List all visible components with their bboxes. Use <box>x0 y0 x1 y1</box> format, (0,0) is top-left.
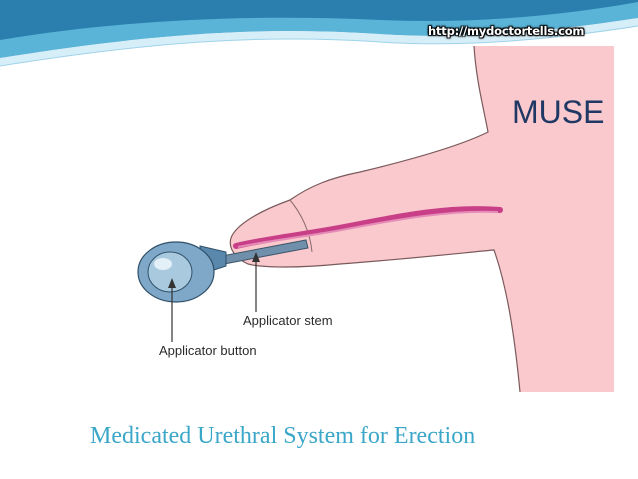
applicator-button-shine <box>154 258 172 270</box>
header-wave-mid <box>0 2 638 58</box>
urethra-highlight <box>237 210 499 248</box>
stem-callout-arrow <box>252 252 260 262</box>
penis-outline <box>229 46 521 392</box>
header-wave-light <box>0 18 638 66</box>
site-url: http://mydoctortells.com <box>428 24 585 38</box>
header-wave-line <box>0 25 638 67</box>
applicator-button-label: Applicator button <box>159 343 257 358</box>
header-wave-decoration <box>0 0 638 67</box>
button-callout-arrow <box>168 278 176 288</box>
penis-shape <box>230 46 614 392</box>
muse-illustration <box>137 46 614 392</box>
applicator-stem-label: Applicator stem <box>243 313 333 328</box>
slide-caption: Medicated Urethral System for Erection <box>90 423 476 449</box>
urethra <box>233 206 503 249</box>
glans-outline <box>289 199 313 253</box>
slide-title: MUSE <box>512 94 605 130</box>
